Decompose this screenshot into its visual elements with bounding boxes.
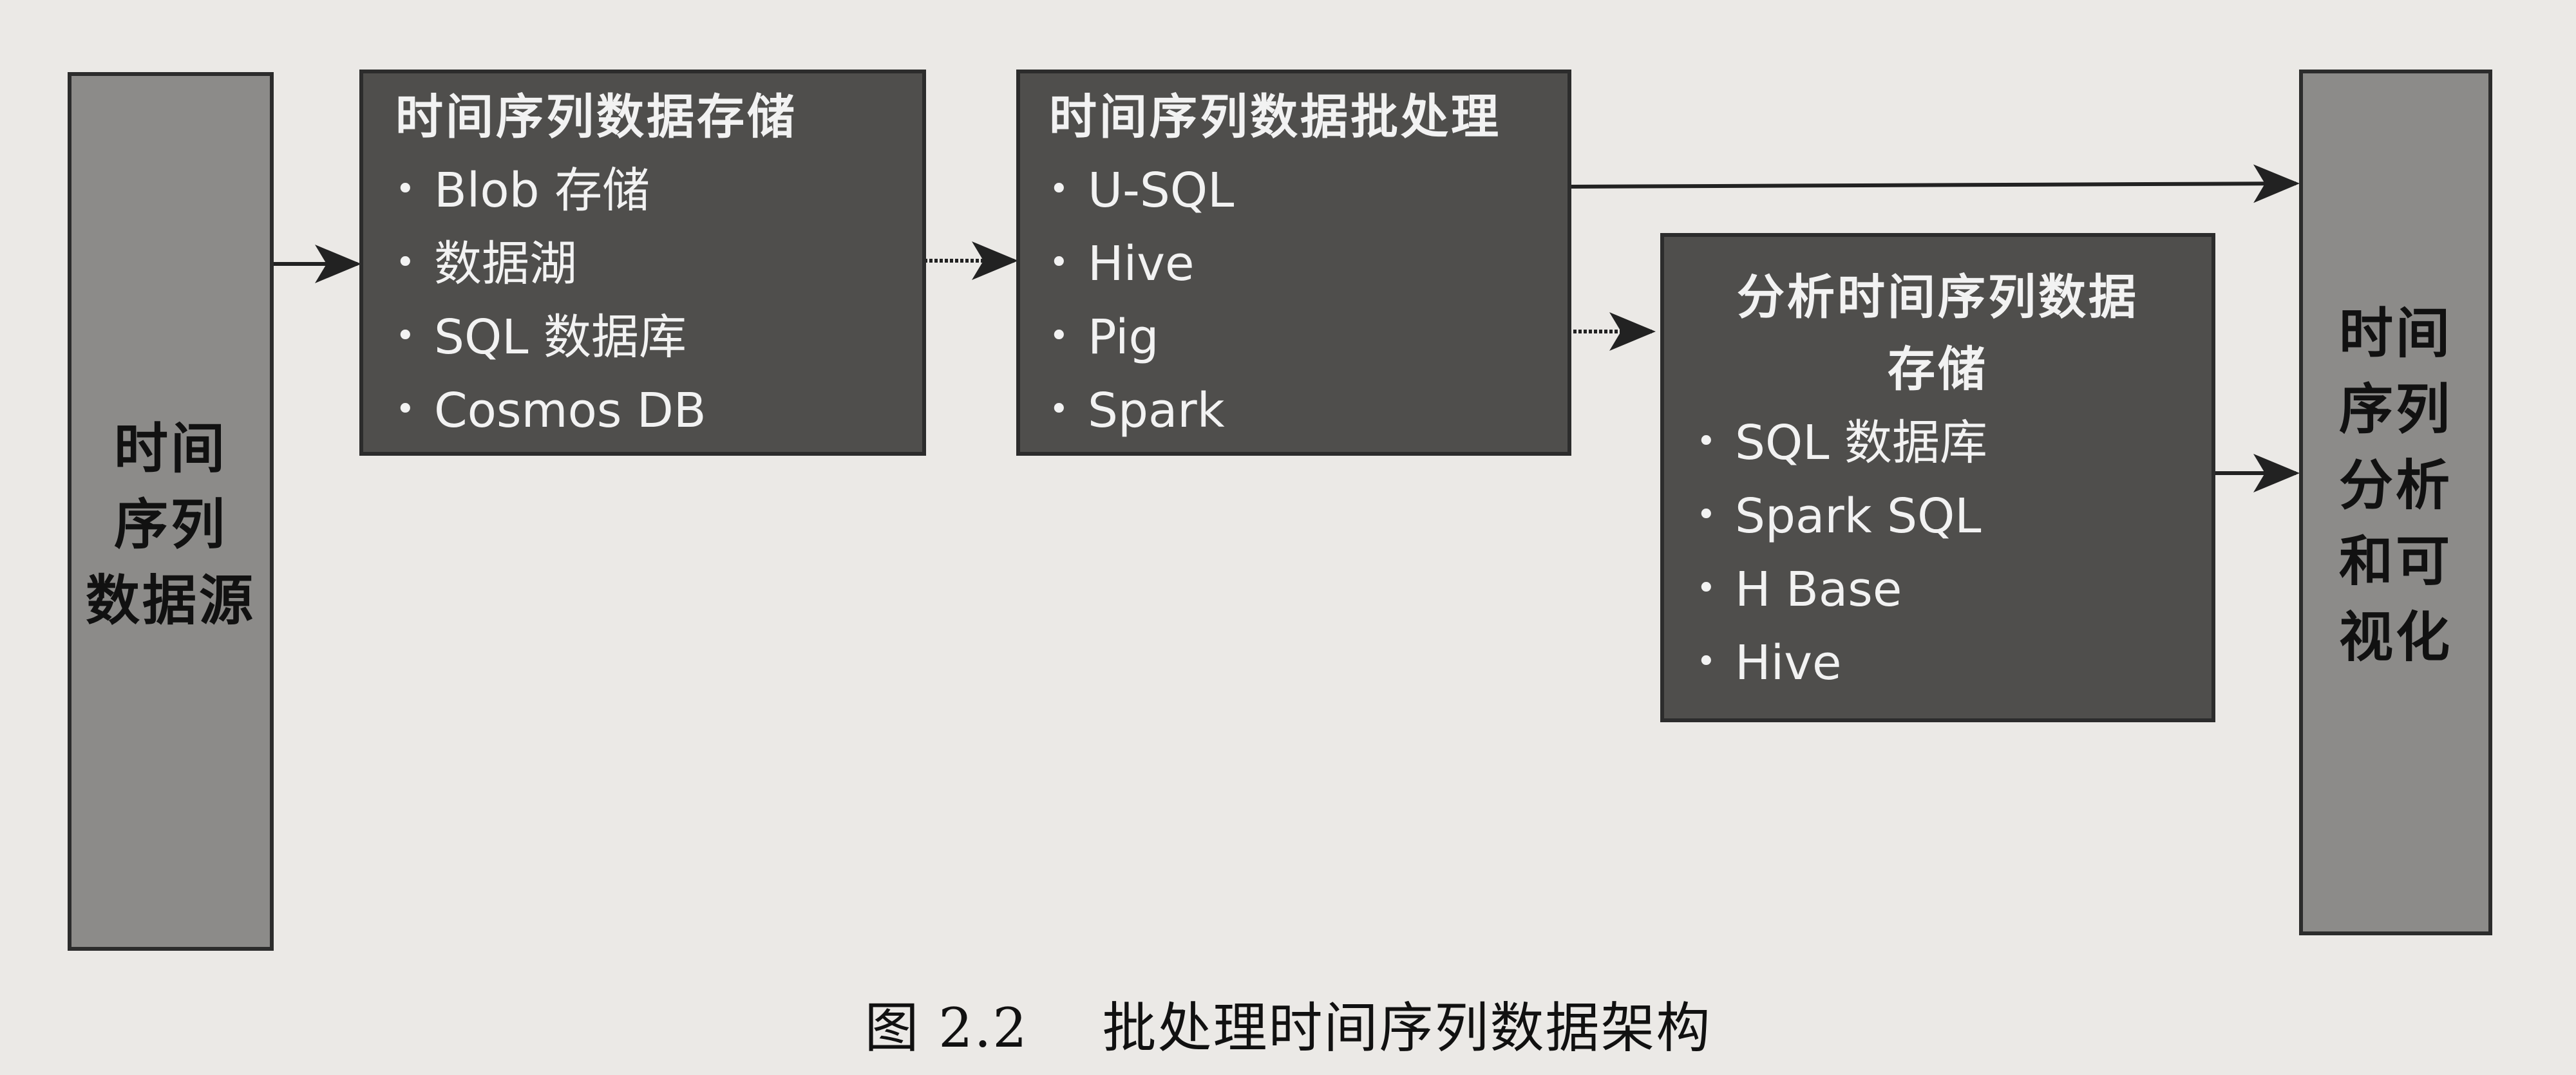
storage-box: 时间序列数据存储 Blob 存储 数据湖 SQL 数据库 Cosmos DB bbox=[359, 70, 926, 456]
arrow-batch-to-viz bbox=[1567, 164, 2300, 203]
viz-box-line: 序列 bbox=[2338, 378, 2452, 441]
storage-box-list: Blob 存储 数据湖 SQL 数据库 Cosmos DB bbox=[395, 153, 922, 447]
storage-item: SQL 数据库 bbox=[395, 300, 922, 373]
source-box-label: 时间 序列 数据源 bbox=[71, 411, 270, 639]
figure-caption-label: 图 2.2 bbox=[864, 996, 1028, 1060]
analytics-store-title-line1: 分析时间序列数据 bbox=[1737, 270, 2139, 325]
source-box-line: 时间 bbox=[113, 417, 227, 480]
analytics-store-item: SQL 数据库 bbox=[1696, 406, 2211, 479]
batch-item: Spark bbox=[1049, 373, 1567, 447]
batch-box-title: 时间序列数据批处理 bbox=[1049, 89, 1501, 145]
batch-box: 时间序列数据批处理 U-SQL Hive Pig Spark bbox=[1016, 70, 1571, 456]
source-box-line: 序列 bbox=[113, 493, 227, 556]
storage-item: Blob 存储 bbox=[395, 153, 922, 227]
viz-box: 时间 序列 分析 和可 视化 bbox=[2299, 70, 2492, 935]
batch-item: U-SQL bbox=[1049, 153, 1567, 227]
viz-box-line: 和可 bbox=[2338, 530, 2452, 593]
viz-box-line: 视化 bbox=[2338, 606, 2452, 669]
analytics-store-item: H Base bbox=[1696, 552, 2211, 626]
batch-item: Pig bbox=[1049, 300, 1567, 373]
source-box: 时间 序列 数据源 bbox=[68, 72, 274, 951]
viz-box-line: 分析 bbox=[2338, 454, 2452, 517]
analytics-store-list: SQL 数据库 Spark SQL H Base Hive bbox=[1696, 406, 2211, 699]
storage-box-title: 时间序列数据存储 bbox=[395, 89, 797, 145]
analytics-store-item: Hive bbox=[1696, 626, 2211, 699]
batch-item: Hive bbox=[1049, 227, 1567, 300]
analytics-store-title-line2: 存储 bbox=[1888, 342, 1988, 397]
figure-caption-text: 批处理时间序列数据架构 bbox=[1102, 996, 1712, 1060]
analytics-store-item: Spark SQL bbox=[1696, 479, 2211, 552]
batch-box-list: U-SQL Hive Pig Spark bbox=[1049, 153, 1567, 447]
source-box-line: 数据源 bbox=[85, 569, 256, 632]
figure-caption: 图 2.2 批处理时间序列数据架构 bbox=[0, 985, 2576, 1063]
storage-item: Cosmos DB bbox=[395, 373, 922, 447]
analytics-store-box: 分析时间序列数据 存储 SQL 数据库 Spark SQL H Base Hiv… bbox=[1660, 233, 2215, 722]
storage-item: 数据湖 bbox=[395, 227, 922, 300]
viz-box-line: 时间 bbox=[2338, 302, 2452, 365]
viz-box-label: 时间 序列 分析 和可 视化 bbox=[2303, 295, 2488, 675]
